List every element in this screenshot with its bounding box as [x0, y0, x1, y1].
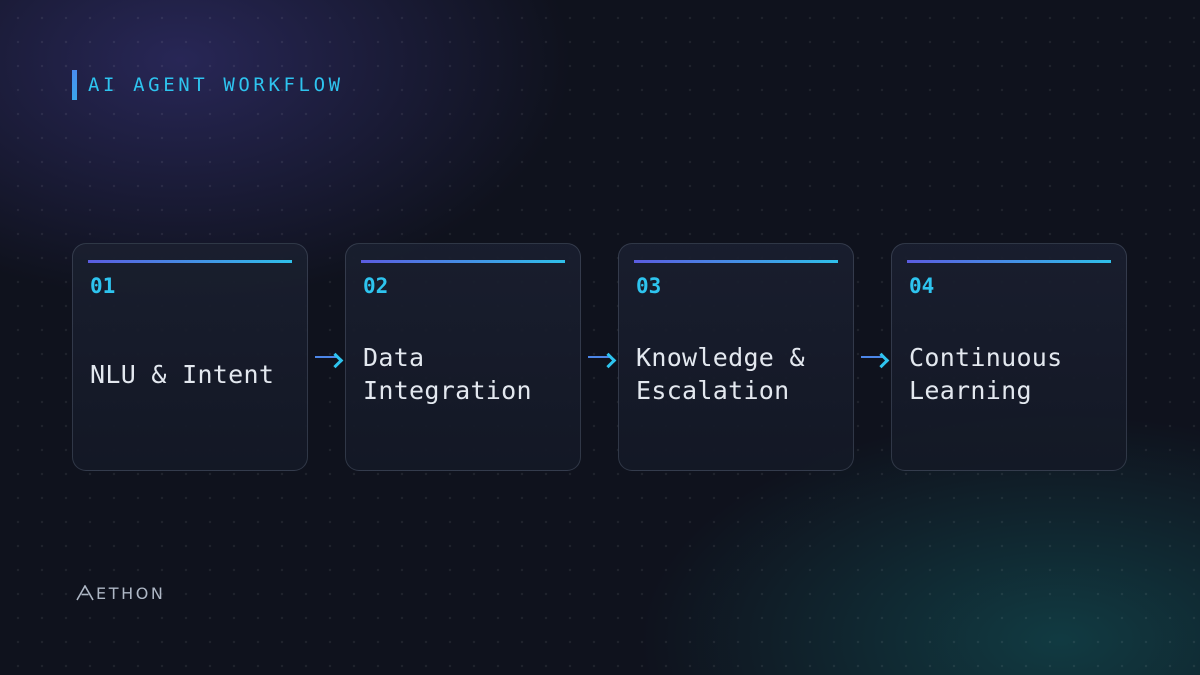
heading-accent-bar	[72, 70, 77, 100]
step-card-3: 03 Knowledge & Escalation	[618, 243, 854, 471]
flow-arrow-icon	[582, 344, 618, 374]
flow-arrow-icon	[309, 344, 345, 374]
step-card-1: 01 NLU & Intent	[72, 243, 308, 471]
card-accent-line	[634, 260, 838, 263]
page-title: AI AGENT WORKFLOW	[88, 74, 344, 96]
logo-wordmark: ETHON	[96, 583, 166, 603]
brand-logo: ETHON	[76, 583, 165, 603]
step-card-4: 04 Continuous Learning	[891, 243, 1127, 471]
step-number: 01	[90, 274, 116, 298]
logo-delta-icon	[76, 585, 94, 601]
step-label: NLU & Intent	[90, 359, 275, 389]
step-number: 02	[363, 274, 389, 298]
flow-arrow-icon	[855, 344, 891, 374]
page-heading: AI AGENT WORKFLOW	[72, 70, 344, 100]
step-card-2: 02 Data Integration	[345, 243, 581, 471]
card-accent-line	[88, 260, 292, 263]
card-accent-line	[361, 260, 565, 263]
card-accent-line	[907, 260, 1111, 263]
step-number: 03	[636, 274, 662, 298]
step-number: 04	[909, 274, 935, 298]
step-label: Data Integration	[363, 343, 532, 405]
step-label: Continuous Learning	[909, 343, 1063, 405]
step-label: Knowledge & Escalation	[636, 343, 805, 405]
